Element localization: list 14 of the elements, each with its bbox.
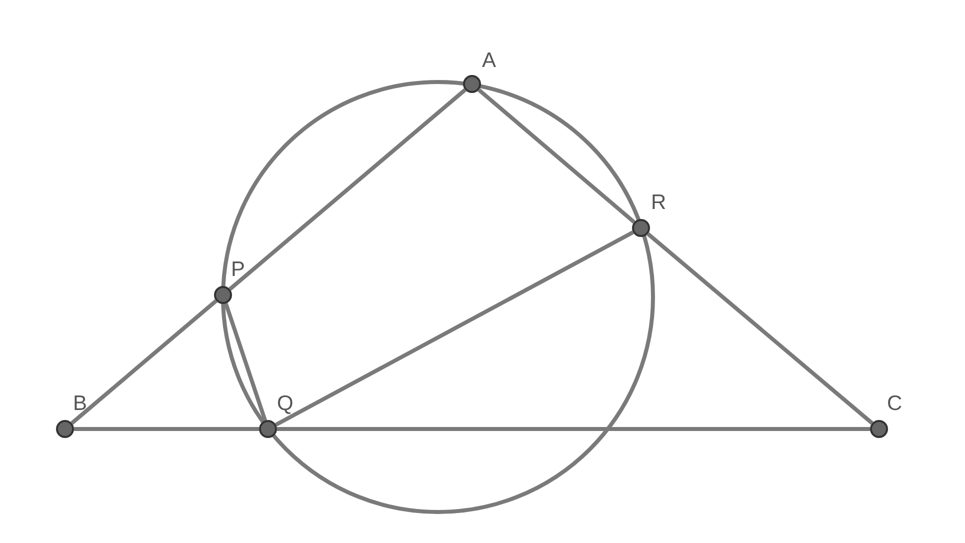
point-label: A	[482, 50, 496, 72]
line-segment	[277, 427, 870, 431]
line-segment	[74, 427, 259, 431]
point-label: R	[651, 192, 666, 214]
line-segment	[478, 88, 636, 224]
line-segment	[228, 88, 466, 291]
point-label: C	[887, 393, 902, 415]
line-segment	[646, 232, 874, 425]
line-segment	[274, 230, 634, 426]
line-segment	[70, 299, 218, 425]
line-segment	[224, 302, 268, 422]
point-label: B	[73, 393, 88, 415]
point-label: P	[231, 259, 246, 281]
point-label: Q	[277, 393, 294, 415]
